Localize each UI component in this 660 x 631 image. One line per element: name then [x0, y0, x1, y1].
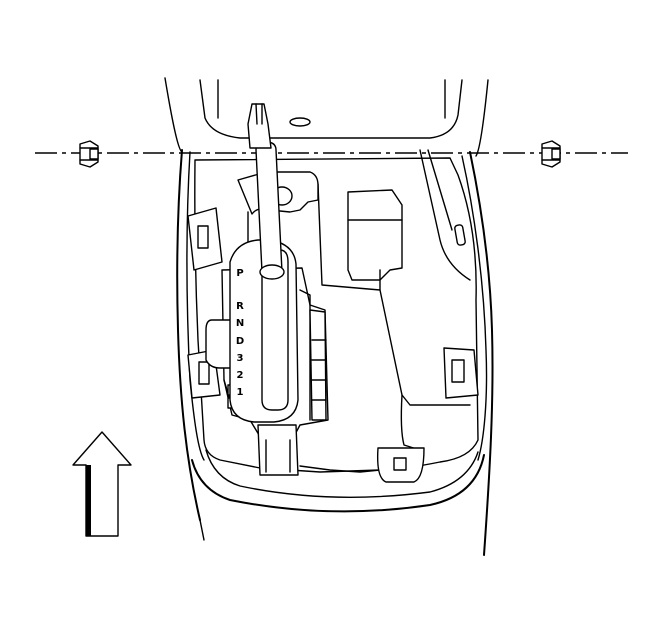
- arrow-up-icon: [72, 431, 132, 537]
- gear-position-r: R: [236, 301, 244, 312]
- hex-nut-icon: [79, 140, 99, 168]
- gear-position-1: 1: [237, 387, 244, 398]
- gear-position-2: 2: [237, 370, 244, 381]
- console-body: [176, 149, 494, 556]
- shift-lever: [247, 103, 285, 280]
- gear-position-d: D: [236, 336, 244, 347]
- gear-position-3: 3: [237, 353, 244, 364]
- instrument-panel-trim: [164, 77, 489, 157]
- gear-position-p: P: [236, 268, 243, 279]
- gear-position-n: N: [236, 318, 244, 329]
- hex-nut-icon: [541, 140, 561, 168]
- console-floor: [299, 183, 471, 483]
